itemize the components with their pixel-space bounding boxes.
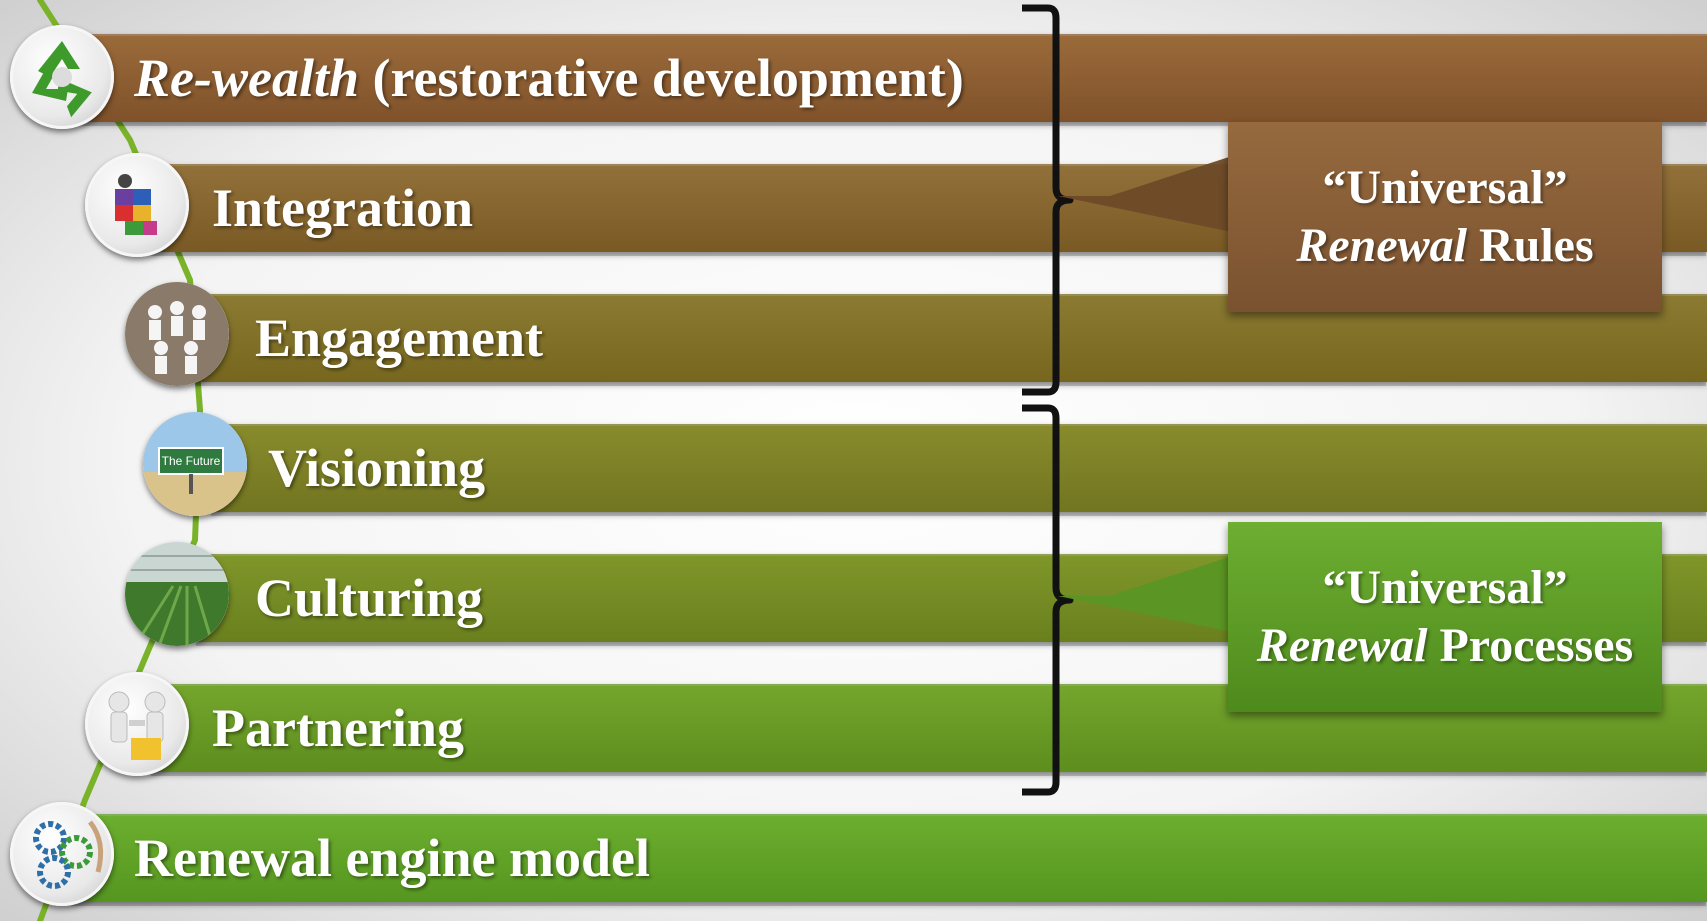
callout-rules-line2: Renewal Rules bbox=[1296, 219, 1594, 272]
bar-label-visioning: Visioning bbox=[268, 437, 486, 498]
recycle-icon bbox=[10, 25, 114, 129]
bar-visioning: Visioning bbox=[210, 424, 1707, 512]
callout-rules-line1: “Universal” bbox=[1322, 161, 1568, 214]
bar-label-re-wealth: Re-wealth (restorative development) bbox=[134, 47, 964, 108]
callout-renewal-rules: “Universal” Renewal Rules bbox=[1228, 122, 1662, 312]
bar-label-integration: Integration bbox=[212, 177, 473, 238]
bar-label-engagement: Engagement bbox=[255, 307, 543, 368]
gears-icon bbox=[10, 802, 114, 906]
future-road-sign-icon: The Future bbox=[143, 412, 247, 516]
bar-renewal-engine-model: Renewal engine model bbox=[70, 814, 1707, 902]
bar-label-partnering: Partnering bbox=[212, 697, 464, 758]
bar-partnering: Partnering bbox=[150, 684, 1707, 772]
bar-engagement: Engagement bbox=[195, 294, 1707, 382]
bar-label-renewal-engine-model: Renewal engine model bbox=[134, 827, 650, 888]
svg-text:The Future: The Future bbox=[162, 454, 221, 468]
bar-re-wealth: Re-wealth (restorative development) bbox=[70, 34, 1707, 122]
puzzle-people-icon bbox=[85, 153, 189, 257]
paper-chain-people-icon bbox=[125, 282, 229, 386]
handshake-figures-icon bbox=[85, 672, 189, 776]
callout-processes-line1: “Universal” bbox=[1322, 561, 1568, 614]
callout-processes-line2: Renewal Processes bbox=[1256, 619, 1634, 672]
greenhouse-crops-icon bbox=[125, 542, 229, 646]
callout-renewal-processes: “Universal” Renewal Processes bbox=[1228, 522, 1662, 712]
bar-label-culturing: Culturing bbox=[255, 567, 484, 628]
